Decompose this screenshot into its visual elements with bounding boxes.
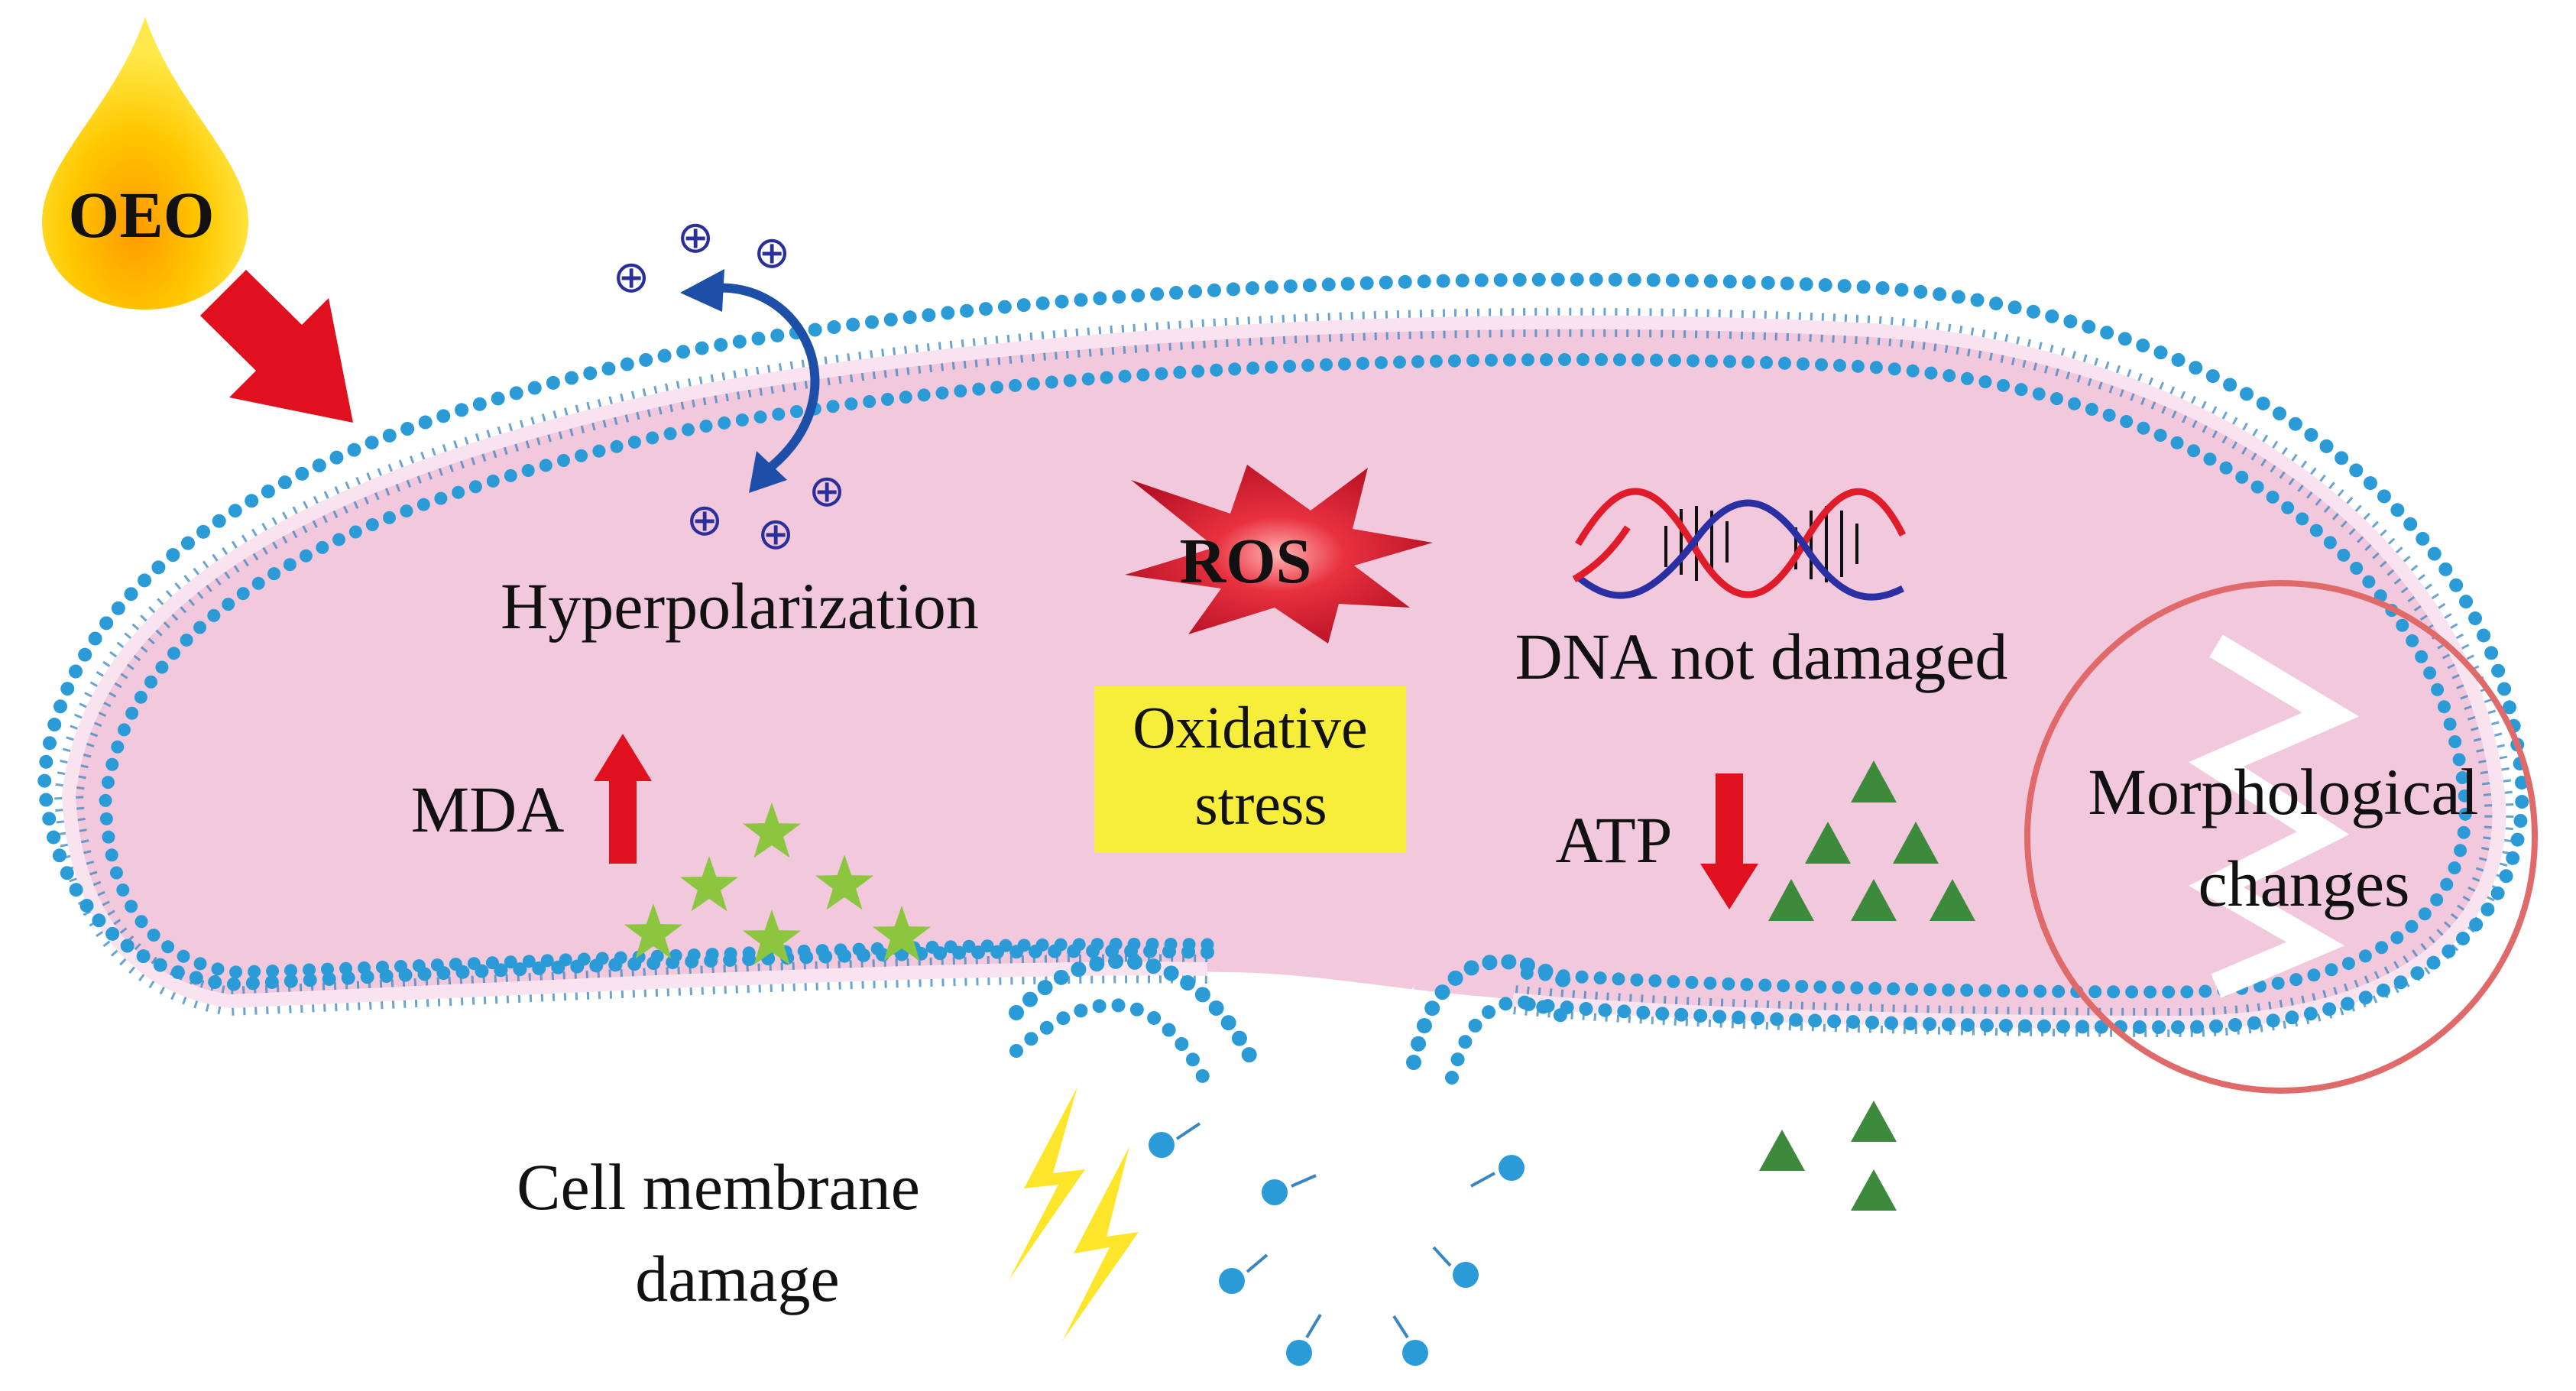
- morphology-highlight-circle: [2024, 580, 2538, 1094]
- cell-membrane-damage-label-line2: damage: [635, 1242, 839, 1315]
- mda-star-icon: [743, 802, 801, 858]
- atp-triangle-icon: [1893, 822, 1939, 864]
- cation-icon: ⊕: [757, 507, 795, 559]
- atp-group: ATP: [1556, 773, 1758, 909]
- dna-strand-red: [1575, 488, 1907, 598]
- mda-star-icon: [624, 903, 682, 959]
- atp-molecules: [1759, 760, 1975, 1211]
- ros-burst: ROS: [1125, 465, 1433, 644]
- atp-triangle-icon: [1851, 1169, 1897, 1211]
- cation-icon: ⊕: [686, 494, 724, 546]
- atp-triangle-icon: [1851, 1101, 1897, 1142]
- oxidative-stress-label-line1: Oxidative: [1132, 694, 1368, 760]
- mda-star-icon: [815, 854, 873, 910]
- cell-membrane-damage-label-line1: Cell membrane: [517, 1150, 920, 1224]
- morphological-label-line2: changes: [2199, 847, 2410, 920]
- released-lipid: [1149, 1122, 1201, 1158]
- dna-strand-red-tail: [1572, 525, 1631, 582]
- oeo-label: OEO: [68, 178, 214, 251]
- lightning-icon: [1009, 1087, 1085, 1280]
- dna-label: DNA not damaged: [1515, 620, 2008, 693]
- pore-right-edge: [1406, 954, 1582, 1070]
- atp-triangle-icon: [1851, 879, 1897, 921]
- pore-left-inner: [1009, 998, 1214, 1092]
- mda-molecules: [624, 802, 931, 965]
- oxidative-stress-background: [1094, 686, 1406, 853]
- ion-flux-arrowhead-down: [749, 451, 787, 493]
- pore-left-edge: [1009, 953, 1261, 1070]
- cation-icon: ⊕: [753, 226, 791, 278]
- released-lipid: [1470, 1155, 1525, 1188]
- lightning-bolts: [1009, 1087, 1139, 1341]
- atp-triangle-icon: [1759, 1130, 1805, 1171]
- mda-label: MDA: [411, 773, 565, 846]
- oxidative-stress-label-line2: stress: [1194, 770, 1327, 837]
- ion-flux-arrow-icon: [706, 283, 820, 476]
- outer-leaflet-heads: [37, 272, 2529, 1035]
- cell-cytoplasm: [69, 322, 2500, 1023]
- released-lipid: [1392, 1315, 1428, 1366]
- oeo-drop-icon: [42, 17, 248, 310]
- atp-label: ATP: [1556, 803, 1673, 877]
- ros-label: ROS: [1180, 526, 1312, 597]
- pore-right-inner: [1445, 995, 1581, 1085]
- released-lipid: [1262, 1174, 1317, 1205]
- membrane-crack-icon: [2189, 634, 2360, 998]
- morphological-changes-group: Morphological changes: [2024, 580, 2538, 1094]
- dna-strand-blue: [1576, 499, 1905, 601]
- hyperpolarization-group: ⊕ ⊕ ⊕ ⊕ ⊕ ⊕ Hyperpolarization: [501, 211, 979, 643]
- lightning-icon: [1062, 1146, 1139, 1341]
- oeo-entry-arrow-icon: [200, 270, 353, 423]
- released-lipids: [1149, 1122, 1525, 1366]
- ion-flux-arrowhead-up: [680, 269, 724, 312]
- cation-icon: ⊕: [808, 465, 846, 517]
- mda-star-icon: [680, 856, 738, 912]
- atp-triangle-icon: [1930, 879, 1975, 921]
- atp-triangle-icon: [1851, 760, 1897, 802]
- ros-star-icon: [1125, 465, 1433, 644]
- inner-leaflet-heads: [99, 353, 2472, 999]
- atp-triangle-icon: [1768, 879, 1814, 921]
- dna-helix-icon: [1572, 488, 1907, 601]
- released-lipid: [1286, 1313, 1322, 1366]
- decrease-arrow-icon: [1700, 773, 1758, 909]
- hyperpolarization-label: Hyperpolarization: [501, 569, 979, 643]
- cell: [37, 272, 2529, 1118]
- cation-icon: ⊕: [613, 251, 650, 303]
- atp-triangle-icon: [1805, 822, 1851, 864]
- mda-star-icon: [873, 906, 931, 961]
- morphological-label-line1: Morphological: [2088, 755, 2478, 828]
- oxidative-stress-box: Oxidative stress: [1094, 686, 1406, 853]
- released-lipid: [1219, 1253, 1269, 1294]
- oeo-droplet: OEO: [42, 17, 248, 310]
- released-lipid: [1432, 1246, 1479, 1288]
- increase-arrow-icon: [594, 734, 652, 864]
- mda-star-icon: [743, 909, 801, 965]
- mda-group: MDA: [411, 734, 652, 864]
- cation-icon: ⊕: [677, 211, 714, 263]
- pore-opening: [1253, 986, 1414, 1118]
